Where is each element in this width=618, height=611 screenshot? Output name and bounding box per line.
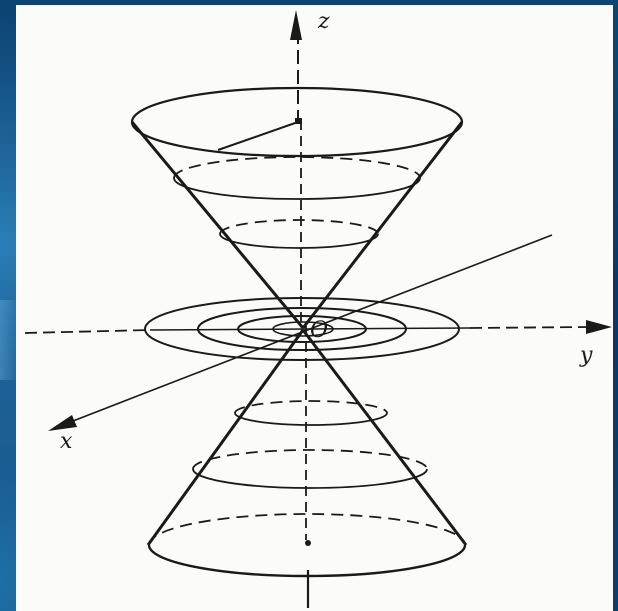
x-axis-arrowhead bbox=[48, 415, 77, 431]
lower-level-curve-2-front bbox=[192, 468, 428, 489]
lower-level-curve-1-back bbox=[234, 400, 388, 414]
lower-cone bbox=[146, 329, 468, 578]
upper-level-curve-2-back bbox=[219, 219, 379, 235]
lower-cone-rim-front bbox=[147, 544, 467, 578]
lower-level-curve-1-front bbox=[234, 412, 388, 426]
upper-center-point bbox=[295, 118, 302, 124]
z-axis-label: z bbox=[317, 9, 330, 34]
lower-cone-right-generatrix bbox=[301, 329, 468, 546]
upper-level-curve-1-front bbox=[173, 177, 421, 200]
plane-circle-middle bbox=[197, 307, 407, 351]
y-axis-label: y bbox=[579, 343, 593, 368]
upper-cone-left-generatrix bbox=[130, 121, 305, 329]
plane-circle-outer bbox=[144, 297, 460, 361]
background-accent bbox=[0, 300, 20, 380]
radius-segment bbox=[217, 121, 299, 151]
x-axis-label: x bbox=[60, 429, 73, 454]
y-axis-arrowhead bbox=[586, 320, 612, 334]
lower-level-curve-2-back bbox=[192, 449, 428, 470]
base-plane-circles bbox=[144, 297, 460, 361]
origin-label: O bbox=[310, 318, 328, 343]
plane-circle-innermost bbox=[272, 321, 334, 337]
upper-cone-right-generatrix bbox=[301, 121, 464, 329]
lower-cone-rim-back bbox=[148, 513, 466, 546]
plane-circle-inner bbox=[237, 315, 367, 343]
upper-cone bbox=[130, 86, 464, 329]
upper-level-curve-1-back bbox=[173, 156, 421, 179]
z-axis-arrowhead bbox=[290, 10, 302, 40]
lower-cone-left-generatrix bbox=[146, 329, 305, 546]
lower-center-point bbox=[305, 540, 311, 546]
upper-level-curve-2-front bbox=[219, 233, 379, 249]
z-axis bbox=[290, 10, 310, 608]
